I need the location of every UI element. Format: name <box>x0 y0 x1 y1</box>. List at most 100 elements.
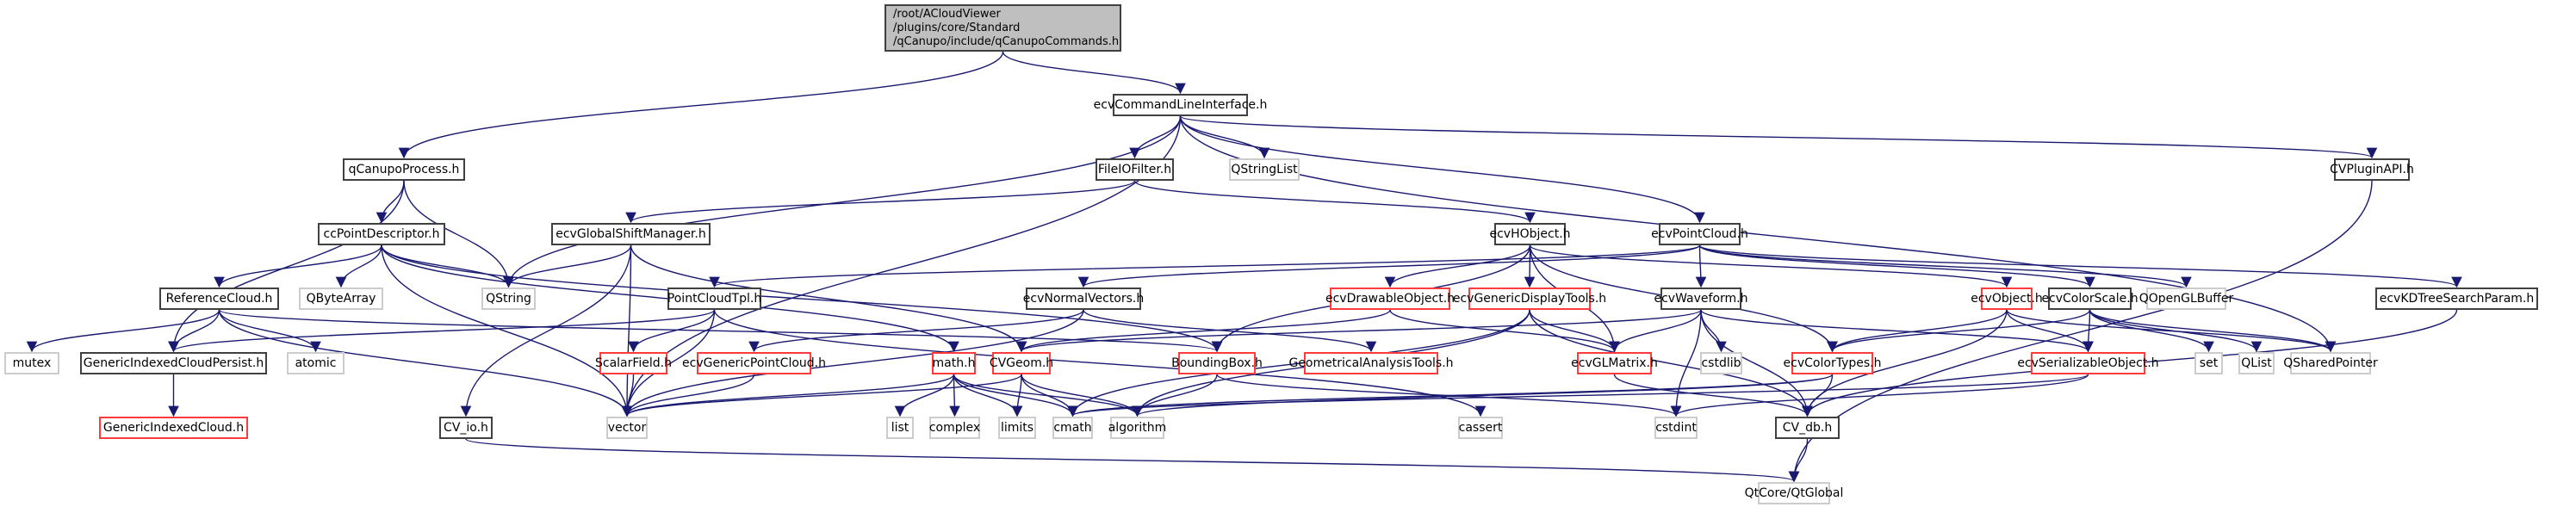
edge-ecvGlobalShiftManager-to-vector <box>621 244 633 417</box>
edge-ecvHObject-to-ecvObject <box>1529 244 2013 288</box>
node-QByteArray: QByteArray <box>299 288 383 310</box>
node-label: complex <box>928 421 981 435</box>
node-QOpenGLBuffer: QOpenGLBuffer <box>2139 288 2233 310</box>
node-label: QByteArray <box>306 292 376 306</box>
edge-ccPointDescriptor-to-vector <box>381 244 633 417</box>
node-ecvDrawableObject[interactable]: ecvDrawableObject.h <box>1325 288 1455 310</box>
node-label: math.h <box>932 356 976 370</box>
edge-math-to-vector <box>621 374 955 417</box>
node-label: cassert <box>1458 421 1503 435</box>
node-label: CV_io.h <box>444 421 488 435</box>
edge-CV_db-to-QtGlobal <box>1788 438 1809 483</box>
edge-ReferenceCloud-to-atomic <box>218 309 321 353</box>
edge-ecvCommandLineInterface-to-QString <box>503 115 1182 288</box>
edge-ReferenceCloud-to-BoundingBox <box>218 309 1222 353</box>
edge-FileIOFilter-to-ecvGlobalShiftManager <box>625 180 1136 224</box>
edge-ccPointDescriptor-to-QString <box>381 244 514 288</box>
edge-ecvSerializableObject-to-cstdint <box>1670 374 2089 417</box>
node-CVGeom[interactable]: CVGeom.h <box>990 352 1053 374</box>
node-CV_db[interactable]: CV_db.h <box>1775 417 1840 439</box>
node-GenericIndexedCloud[interactable]: GenericIndexedCloud.h <box>99 417 248 439</box>
node-limits: limits <box>998 417 1036 439</box>
edge-ecvColorTypes-to-cmath <box>1067 374 1834 417</box>
node-vector: vector <box>606 417 648 439</box>
node-label: cmath <box>1053 421 1092 435</box>
node-label: ecvColorScale.h <box>2041 292 2138 306</box>
node-ScalarField[interactable]: ScalarField.h <box>595 352 672 374</box>
edge-qCanupoProcess-to-ccPointDescriptor <box>376 180 405 224</box>
node-label: FileIOFilter.h <box>1097 163 1172 176</box>
edge-ccPointDescriptor-to-BoundingBox <box>381 244 1223 353</box>
node-ecvGlobalShiftManager[interactable]: ecvGlobalShiftManager.h <box>551 223 711 245</box>
edge-ecvGenericDisplayTools-to-ecvGLMatrix <box>1529 309 1620 353</box>
node-ecvNormalVectors[interactable]: ecvNormalVectors.h <box>1022 288 1145 310</box>
node-ecvGenericDisplayTools[interactable]: ecvGenericDisplayTools.h <box>1453 288 1606 310</box>
node-ecvSerializableObject[interactable]: ecvSerializableObject.h <box>2017 352 2159 374</box>
node-ecvColorTypes[interactable]: ecvColorTypes.h <box>1784 352 1881 374</box>
edge-ecvWaveform-to-CV_db <box>1700 309 1813 417</box>
node-BoundingBox[interactable]: BoundingBox.h <box>1171 352 1263 374</box>
node-ecvCommandLineInterface[interactable]: ecvCommandLineInterface.h <box>1094 94 1267 116</box>
edge-ecvWaveform-to-cstdlib <box>1700 309 1727 353</box>
edge-ccPointDescriptor-to-QByteArray <box>335 244 382 288</box>
node-ecvObject[interactable]: ecvObject.h <box>1971 288 2043 310</box>
edge-ecvNormalVectors-to-ecvGenericPointCloud <box>748 309 1084 353</box>
edge-ecvPointCloud-to-ecvNormalVectors <box>1078 244 1701 288</box>
edge-ecvObject-to-ecvColorTypes <box>1827 309 2008 353</box>
node-label: list <box>891 421 909 435</box>
edge-math-to-complex <box>949 374 960 417</box>
node-ecvWaveform[interactable]: ecvWaveform.h <box>1654 288 1748 310</box>
node-ecvHObject[interactable]: ecvHObject.h <box>1489 223 1571 245</box>
edge-ecvGenericDisplayTools-to-cmath <box>1067 309 1530 417</box>
node-label: limits <box>1000 421 1034 435</box>
node-label: ecvCommandLineInterface.h <box>1093 98 1268 112</box>
node-list: list <box>886 417 914 439</box>
node-QSharedPointer: QSharedPointer <box>2283 352 2378 374</box>
node-CV_io[interactable]: CV_io.h <box>439 417 493 439</box>
edge-ecvCommandLineInterface-to-QSharedPointer <box>1179 115 2337 353</box>
edge-ecvPointCloud-to-PointCloudTpl <box>709 244 1701 288</box>
node-GeometricalAnalysisTools[interactable]: GeometricalAnalysisTools.h <box>1288 352 1454 374</box>
node-label: ecvGlobalShiftManager.h <box>556 227 706 241</box>
node-math[interactable]: math.h <box>932 352 976 374</box>
edge-FileIOFilter-to-ecvHObject <box>1133 180 1536 224</box>
node-label: QtCore/QtGlobal <box>1744 486 1844 500</box>
node-ecvColorScale[interactable]: ecvColorScale.h <box>2041 288 2138 310</box>
node-ecvGenericPointCloud[interactable]: ecvGenericPointCloud.h <box>682 352 826 374</box>
node-label: GeometricalAnalysisTools.h <box>1288 356 1454 370</box>
edge-ecvCommandLineInterface-to-FileIOFilter <box>1129 115 1182 159</box>
edge-ecvCommandLineInterface-to-CVPluginAPI <box>1179 115 2377 159</box>
node-mutex: mutex <box>4 352 59 374</box>
node-ecvPointCloud[interactable]: ecvPointCloud.h <box>1651 223 1748 245</box>
node-label: ecvNormalVectors.h <box>1022 292 1145 306</box>
node-qCanupoProcess[interactable]: qCanupoProcess.h <box>343 158 465 181</box>
edge-ecvPointCloud-to-QOpenGLBuffer <box>1698 244 2192 288</box>
node-GenericIndexedCloudPersist[interactable]: GenericIndexedCloudPersist.h <box>80 352 267 374</box>
edge-ecvColorScale-to-ecvSerializableObject <box>2083 309 2094 353</box>
edge-ecvPointCloud-to-ecvKDTreeSearchParam <box>1698 244 2462 288</box>
node-label: algorithm <box>1108 421 1167 435</box>
node-label: QSharedPointer <box>2283 356 2378 370</box>
node-cstdlib: cstdlib <box>1700 352 1742 374</box>
node-label: ecvGenericPointCloud.h <box>682 356 826 370</box>
node-QStringList: QStringList <box>1229 158 1300 181</box>
edge-ecvGlobalShiftManager-to-CVGeom <box>630 244 1027 353</box>
edge-qCanupoProcess-to-QString <box>403 180 514 288</box>
node-cassert: cassert <box>1458 417 1503 439</box>
node-CVPluginAPI[interactable]: CVPluginAPI.h <box>2330 158 2414 181</box>
node-FileIOFilter[interactable]: FileIOFilter.h <box>1096 158 1174 181</box>
node-set: set <box>2194 352 2223 374</box>
edge-CVGeom-to-cmath <box>1021 374 1078 417</box>
edge-ecvColorScale-to-ecvColorTypes <box>1827 309 2091 353</box>
edge-CVGeom-to-limits <box>1011 374 1023 417</box>
node-ReferenceCloud[interactable]: ReferenceCloud.h <box>159 288 279 310</box>
node-ecvKDTreeSearchParam[interactable]: ecvKDTreeSearchParam.h <box>2375 288 2538 310</box>
node-ccPointDescriptor[interactable]: ccPointDescriptor.h <box>318 223 445 245</box>
node-PointCloudTpl[interactable]: PointCloudTpl.h <box>667 288 761 310</box>
node-label: QOpenGLBuffer <box>2138 292 2234 306</box>
node-label: ecvDrawableObject.h <box>1325 292 1456 306</box>
node-QtGlobal: QtCore/QtGlobal <box>1745 482 1843 504</box>
node-ecvGLMatrix[interactable]: ecvGLMatrix.h <box>1571 352 1658 374</box>
